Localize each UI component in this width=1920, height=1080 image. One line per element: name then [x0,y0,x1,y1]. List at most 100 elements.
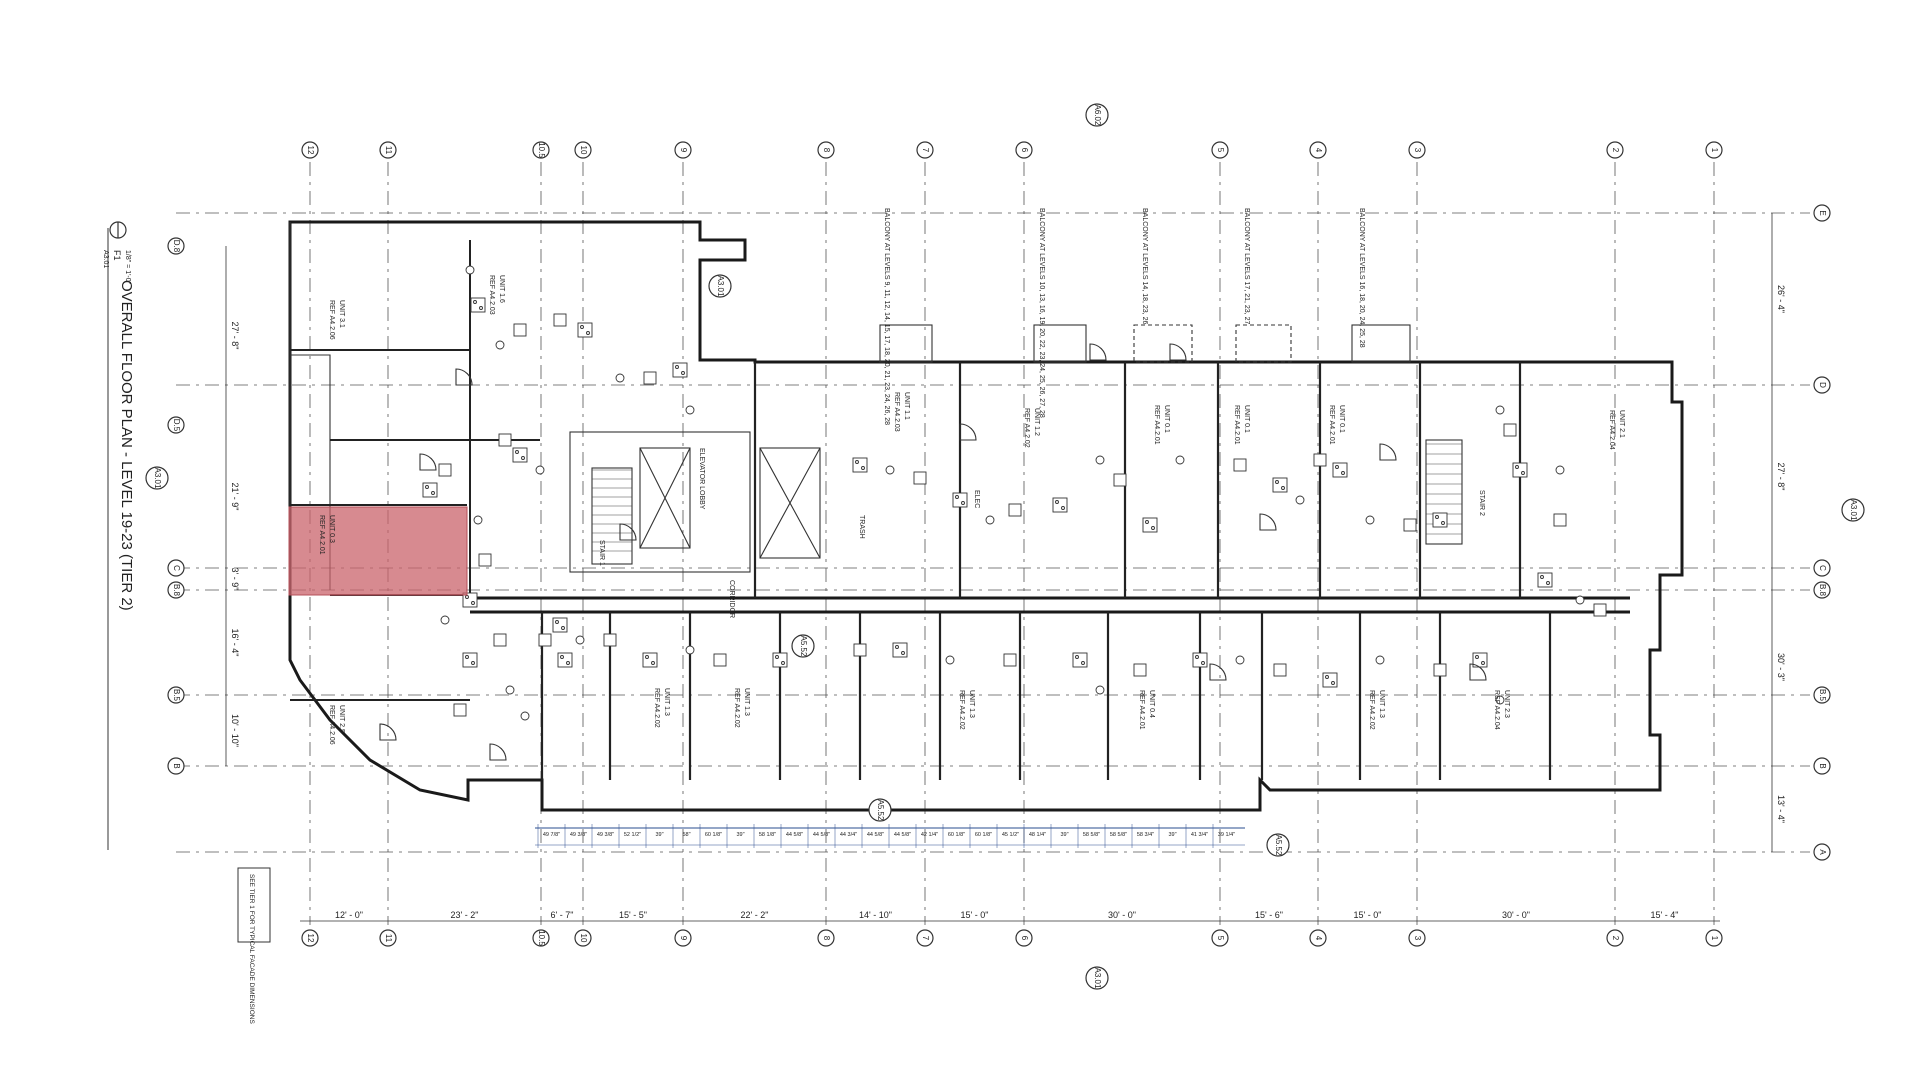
sink-icon [1593,603,1607,617]
grid-column-label: 2 [1611,148,1620,153]
unit-ref: REF A4.2.01 [1138,690,1145,730]
stove-icon [1142,517,1158,533]
title-view-number: F1 [112,250,122,261]
grid-column-label: 9 [679,148,688,153]
grid-column-label: 4 [1314,148,1323,153]
dimension-bottom: 15' - 0" [961,910,989,920]
grid-bubble-icon [574,929,592,947]
grid-bubble-icon [1813,559,1831,577]
balcony-note: BALCONY AT LEVELS 16, 18, 20, 24, 25, 28 [1358,208,1365,348]
sink-icon [1233,458,1247,472]
grid-bubble-icon [574,141,592,159]
unit-name: UNIT 1.3 [743,688,750,716]
toilet-icon [1555,465,1565,475]
door-swing [1089,343,1107,361]
grid-row-label-left: B [172,763,181,768]
title-sheet-ref: A3.01 [102,250,109,268]
title-scale: 1/8" = 1'-0" [124,250,131,285]
facade-dim: 44 5/8" [786,832,803,838]
grid-bubble-icon [1705,929,1723,947]
facade-dim: 44 5/8" [894,832,911,838]
room-label-elec: ELEC [973,490,980,508]
toilet-icon [520,711,530,721]
burner-icon [1441,521,1445,525]
stove-icon [1072,652,1088,668]
facade-dim: 41 3/4" [1191,832,1208,838]
unit-name: UNIT 0.1 [1163,405,1170,433]
toilet-icon [885,465,895,475]
grid-bubble-icon [1813,376,1831,394]
burner-icon [1515,465,1519,469]
grid-bubble-icon [167,581,185,599]
core-area [569,431,751,573]
grid-bubble-icon [817,929,835,947]
unit-ref: REF A4.2.01 [1328,405,1335,445]
grid-column-label: 4 [1314,936,1323,941]
sink-icon [478,553,492,567]
burner-icon [471,661,475,665]
toilet-icon [1375,655,1385,665]
section-marker-icon [868,798,892,822]
highlighted-unit[interactable] [288,506,468,596]
facade-dim: 58 5/8" [1083,832,1100,838]
grid-bubble-icon [379,929,397,947]
dimension-bottom: 30' - 0" [1108,910,1136,920]
section-marker-ref: A3.01 [1849,500,1858,521]
burner-icon [465,595,469,599]
facade-dim: 60 1/8" [705,832,722,838]
toilet-icon [1365,515,1375,525]
dimension-right: 27' - 8" [1776,463,1786,491]
dimension-bottom: 22' - 2" [741,910,769,920]
burner-icon [855,460,859,464]
dimension-bottom: 30' - 0" [1502,910,1530,920]
stair-2-box [1425,439,1463,545]
grid-bubble-icon [1813,757,1831,775]
toilet-icon [1235,655,1245,665]
grid-column-label: 10.5 [537,142,546,158]
grid-column-label: 11 [384,146,393,155]
stove-icon [1537,572,1553,588]
sink-icon [853,643,867,657]
labels: 12' - 0"23' - 2"6' - 7"15' - 5"22' - 2"1… [145,103,1865,990]
grid-bubble-icon [532,141,550,159]
unit-ref: REF A4.2.03 [488,275,495,315]
unit-ref: REF A4.2.02 [733,688,740,728]
toilet-icon [1175,455,1185,465]
grid-row-label: A [1818,849,1827,855]
section-marker-icon [145,466,169,490]
grid-column-label: 2 [1611,936,1620,941]
stove-icon [1052,497,1068,513]
burner-icon [781,661,785,665]
burner-icon [861,466,865,470]
door-swing [1379,443,1397,461]
grid-bubble-icon [1015,141,1033,159]
dimension-right: 26' - 4" [1776,285,1786,313]
burner-icon [1145,520,1149,524]
balcony-note: BALCONY AT LEVELS 9, 11, 12, 14, 15, 17,… [883,208,890,425]
grid-column-label: 8 [822,936,831,941]
toilet-icon [535,465,545,475]
facade-dim: 39" [1060,832,1068,838]
dimension-left: 21' - 9" [230,483,240,511]
room-label-stair-1: STAIR 1 [598,540,605,566]
sink-icon [1133,663,1147,677]
unit-name: UNIT 2.1 [1618,410,1625,438]
stove-icon [1432,512,1448,528]
grid-column-label: 11 [384,934,393,943]
burner-icon [961,501,965,505]
facade-dim: 39" [1168,832,1176,838]
building-outline [288,220,1684,812]
grid-bubble-icon [916,141,934,159]
grid-bubble-icon [167,559,185,577]
unit-name: UNIT 0.4 [1148,690,1155,718]
unit-ref: REF A4.2.03 [893,392,900,432]
stove-icon [1332,462,1348,478]
facade-dim: 44 5/8" [867,832,884,838]
burner-icon [1061,506,1065,510]
stove-icon [462,652,478,668]
room-label-trash: TRASH [858,515,865,539]
burner-icon [479,306,483,310]
grid-bubble-icon [1408,929,1426,947]
grid-bubble-icon [1813,581,1831,599]
